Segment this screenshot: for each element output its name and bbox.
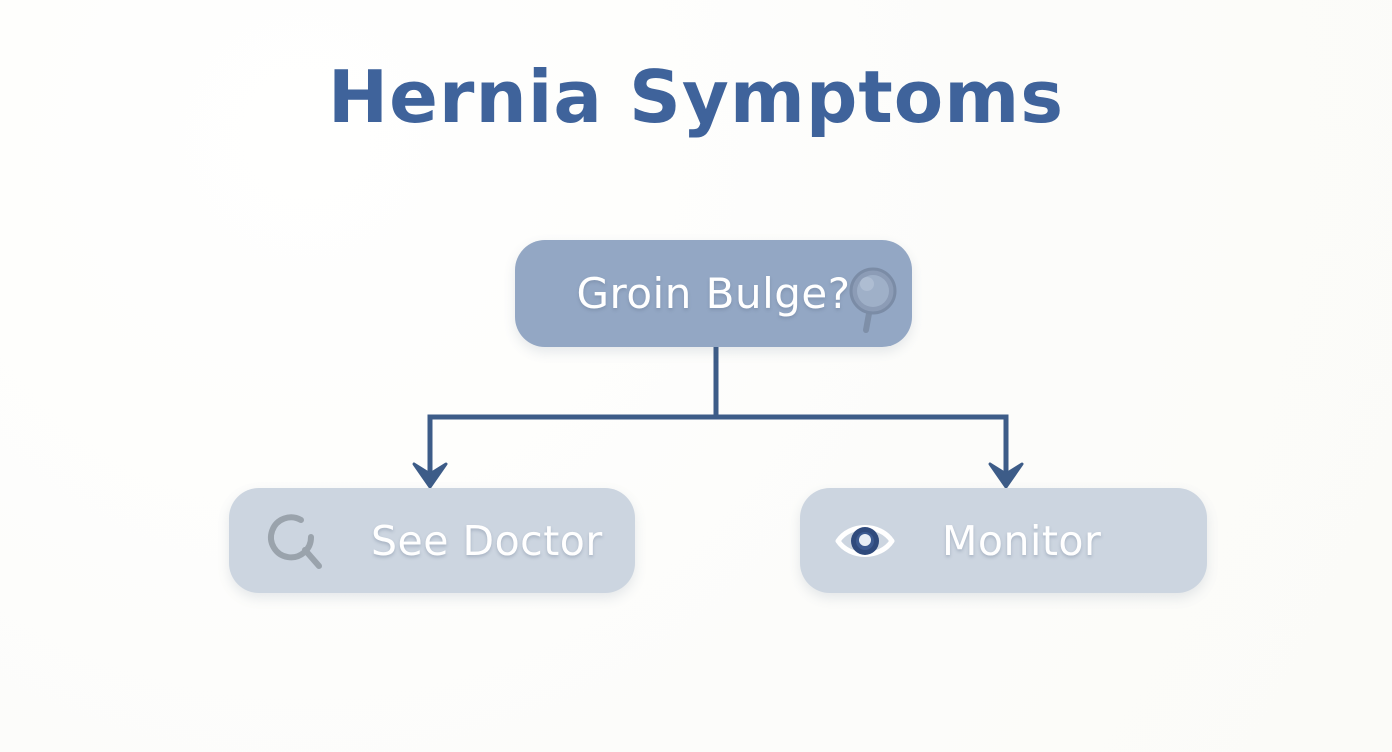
arrowhead-left-icon [412, 462, 448, 489]
left-node[interactable]: See Doctor [229, 488, 635, 593]
right-node-label: Monitor [942, 516, 1102, 565]
root-node[interactable]: Groin Bulge? [515, 240, 912, 347]
magnifier-icon [842, 264, 900, 334]
right-node[interactable]: Monitor [800, 488, 1207, 593]
root-node-label: Groin Bulge? [576, 269, 851, 318]
left-node-label: See Doctor [371, 516, 603, 565]
page-title: Hernia Symptoms [327, 55, 1065, 139]
arrowhead-right-icon [988, 462, 1024, 489]
search-icon [263, 510, 325, 572]
eye-icon [834, 510, 896, 572]
